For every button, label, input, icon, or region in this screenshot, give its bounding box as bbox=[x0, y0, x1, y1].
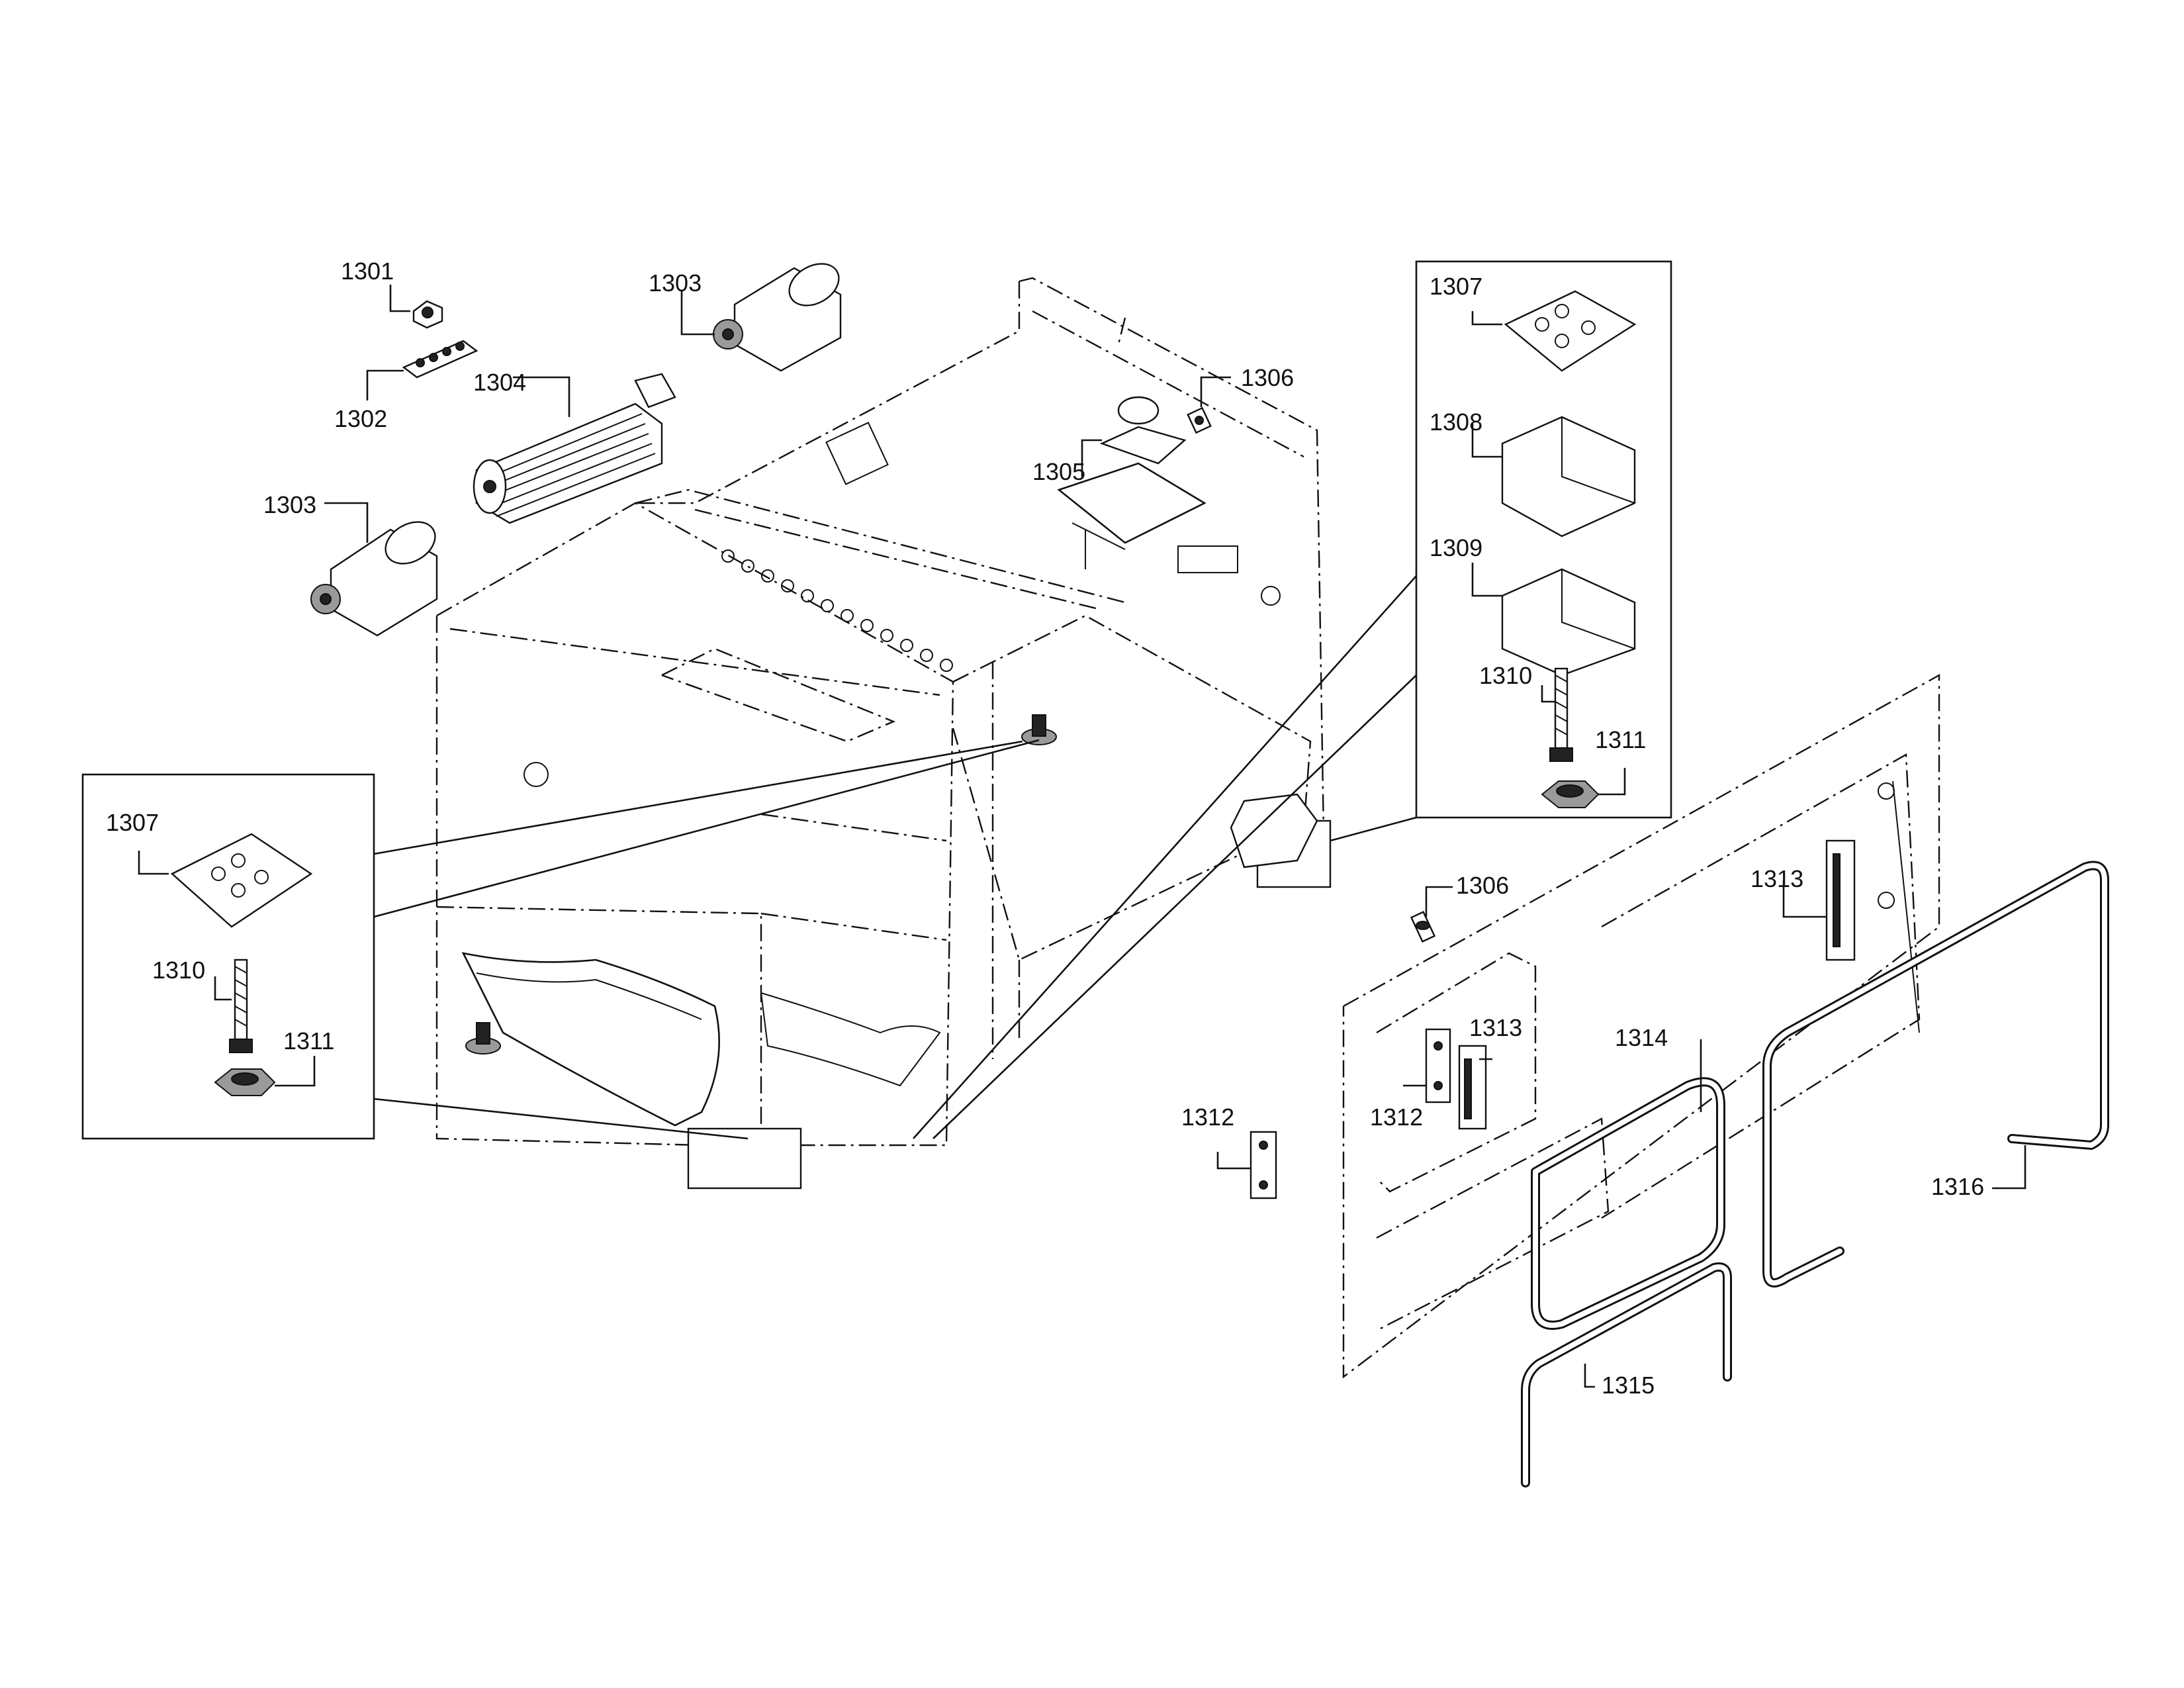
label-1303-left: 1303 bbox=[263, 491, 316, 518]
thermostat-1305 bbox=[1057, 396, 1206, 569]
label-1312-panel: 1312 bbox=[1370, 1103, 1423, 1131]
label-1301: 1301 bbox=[341, 258, 394, 285]
label-1307-inset-right: 1307 bbox=[1430, 273, 1482, 300]
hinge-1313a bbox=[1458, 1045, 1487, 1130]
leveling-bolt-1310b bbox=[1549, 667, 1573, 762]
vent-holes bbox=[721, 549, 953, 672]
label-1302: 1302 bbox=[334, 405, 387, 432]
label-1309: 1309 bbox=[1430, 534, 1482, 561]
door-gasket-1314 bbox=[1531, 1077, 1725, 1330]
standoff-1306b bbox=[1410, 911, 1436, 943]
hinge-1313b bbox=[1825, 839, 1856, 961]
label-1313-panel: 1313 bbox=[1469, 1014, 1522, 1041]
leveling-bolt-1310a bbox=[229, 959, 253, 1053]
label-1310-inset-right: 1310 bbox=[1479, 662, 1532, 689]
label-1306-top: 1306 bbox=[1241, 364, 1294, 391]
label-1307-inset-left: 1307 bbox=[106, 809, 159, 836]
heating-element-1315 bbox=[1521, 1262, 1732, 1487]
part-labels: 1301 1302 1303 1304 1303 1305 1306 1307 … bbox=[106, 258, 1984, 1399]
leveling-foot-1311b bbox=[1541, 780, 1600, 808]
knob-1301 bbox=[412, 300, 443, 329]
mounting-plate-1307b bbox=[1504, 290, 1637, 372]
label-1306-panel: 1306 bbox=[1456, 872, 1509, 899]
cross-flow-fan-1304 bbox=[473, 373, 676, 524]
label-1305: 1305 bbox=[1032, 458, 1085, 485]
label-1311-inset-left: 1311 bbox=[283, 1027, 334, 1055]
leader-lines bbox=[138, 285, 2026, 1388]
terminal-block-1302 bbox=[402, 340, 478, 379]
heating-element-1316 bbox=[1762, 861, 2109, 1288]
convection-motor-1303b bbox=[310, 521, 438, 637]
label-1311-inset-right: 1311 bbox=[1595, 726, 1646, 753]
label-1316: 1316 bbox=[1931, 1173, 1984, 1200]
right-detail-inset bbox=[913, 260, 1672, 1139]
heat-shield-1309 bbox=[1501, 568, 1636, 677]
label-1308: 1308 bbox=[1430, 408, 1482, 436]
mounting-plate-1307a bbox=[170, 833, 313, 928]
hinge-1312b bbox=[1250, 1131, 1277, 1199]
label-1304: 1304 bbox=[473, 369, 526, 396]
label-1315: 1315 bbox=[1602, 1372, 1655, 1399]
oven-cabinet bbox=[435, 277, 1332, 1190]
heat-shield-1308 bbox=[1501, 416, 1636, 538]
leveling-foot-1311a bbox=[214, 1068, 276, 1096]
left-detail-inset bbox=[81, 739, 1040, 1140]
convection-motor-1303a bbox=[713, 263, 842, 372]
label-1303-top: 1303 bbox=[649, 269, 702, 297]
label-1312-loose: 1312 bbox=[1181, 1103, 1234, 1131]
standoff-1306a bbox=[1187, 406, 1212, 434]
label-1314: 1314 bbox=[1615, 1024, 1668, 1051]
hinge-1312a bbox=[1425, 1028, 1451, 1103]
label-1310-inset-left: 1310 bbox=[152, 957, 205, 984]
back-panel bbox=[1342, 673, 1940, 1379]
label-1313-right: 1313 bbox=[1751, 865, 1803, 892]
